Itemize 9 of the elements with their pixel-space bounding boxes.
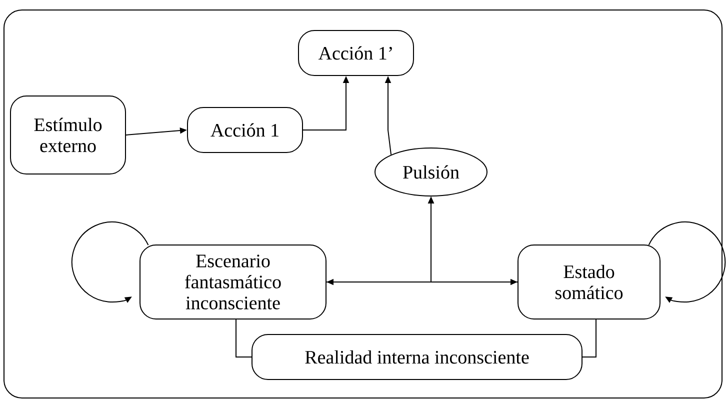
- arrow: [648, 222, 726, 303]
- reality-box: Realidad interna inconsciente: [252, 334, 582, 380]
- acción-box: Acción 1’: [298, 30, 414, 76]
- stimulus-box: Estímulo externo: [10, 96, 126, 174]
- arrow: [582, 318, 596, 358]
- arrow: [236, 318, 252, 358]
- state-box: Estado somático: [518, 244, 660, 320]
- acción-box: Acción 1: [187, 107, 303, 153]
- scenario-box: Escenario fantasmático inconsciente: [140, 244, 326, 320]
